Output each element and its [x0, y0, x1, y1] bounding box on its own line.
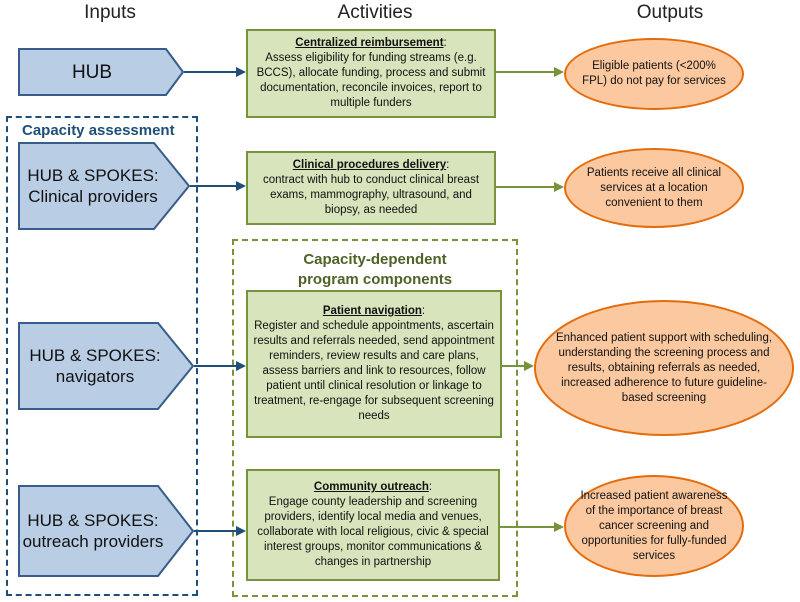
input-navigators: HUB & SPOKES: navigators — [18, 322, 194, 410]
capacity-dependent-title-line1: Capacity-dependent — [303, 251, 447, 268]
activity-community-outreach: Community outreach: Engage county leader… — [246, 469, 500, 581]
output-no-cost: Eligible patients (<200% FPL) do not pay… — [564, 38, 744, 110]
input-hub-shape — [18, 48, 184, 96]
input-outreach-providers-line1: HUB & SPOKES: — [27, 511, 159, 530]
activity-clinical-procedures-body: contract with hub to conduct clinical br… — [262, 174, 480, 216]
activity-centralized-reimbursement-title: Centralized reimbursement — [295, 37, 444, 49]
activity-centralized-reimbursement-suffix: : — [443, 37, 447, 49]
capacity-assessment-title: Capacity assessment — [22, 122, 175, 139]
activity-patient-navigation-body: Register and schedule appointments, asce… — [253, 320, 495, 422]
capacity-dependent-title: Capacity-dependent program components — [232, 250, 518, 290]
activity-clinical-procedures-suffix: : — [446, 159, 450, 171]
activity-patient-navigation: Patient navigation: Register and schedul… — [246, 290, 502, 438]
output-increased-awareness: Increased patient awareness of the impor… — [564, 475, 744, 577]
activity-community-outreach-title: Community outreach — [313, 481, 429, 493]
activity-patient-navigation-suffix: : — [421, 305, 426, 317]
input-hub: HUB — [18, 48, 184, 96]
input-outreach-providers-shape — [18, 485, 194, 577]
capacity-dependent-title-line2: program components — [297, 271, 453, 288]
activity-community-outreach-suffix: : — [428, 481, 433, 493]
input-navigators-line1: HUB & SPOKES: — [29, 346, 161, 365]
activity-community-outreach-body: Engage county leadership and screening p… — [257, 496, 489, 568]
capacity-dependent-group — [232, 239, 518, 597]
output-enhanced-support: Enhanced patient support with scheduling… — [534, 300, 794, 436]
output-convenient-location: Patients receive all clinical services a… — [564, 148, 744, 228]
header-outputs: Outputs — [636, 2, 704, 23]
input-outreach-providers: HUB & SPOKES: outreach providers — [18, 485, 194, 577]
header-activities: Activities — [337, 2, 413, 23]
input-hub-label: HUB — [71, 61, 113, 83]
input-navigators-line2: navigators — [55, 367, 135, 386]
input-clinical-providers: HUB & SPOKES: Clinical providers — [18, 142, 190, 230]
activity-centralized-reimbursement: Centralized reimbursement: Assess eligib… — [246, 29, 496, 118]
activity-centralized-reimbursement-body: Assess eligibility for funding streams (… — [256, 52, 486, 109]
input-outreach-providers-line2: outreach providers — [22, 532, 164, 551]
input-clinical-providers-shape — [18, 142, 190, 230]
activity-patient-navigation-title: Patient navigation — [322, 305, 422, 317]
activity-clinical-procedures-delivery: Clinical procedures delivery: contract w… — [246, 151, 496, 225]
capacity-assessment-group — [6, 116, 198, 596]
input-clinical-providers-line2: Clinical providers — [28, 187, 158, 206]
header-inputs: Inputs — [84, 2, 136, 23]
input-clinical-providers-line1: HUB & SPOKES: — [27, 166, 159, 185]
activity-clinical-procedures-title: Clinical procedures delivery — [292, 159, 447, 171]
input-navigators-shape — [18, 322, 194, 410]
